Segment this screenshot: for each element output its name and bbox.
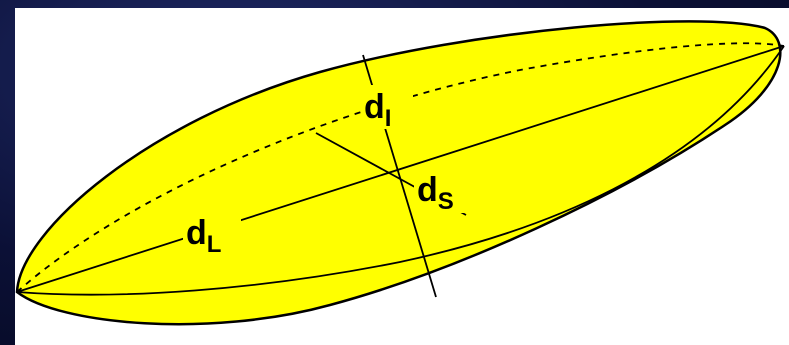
- long-axis-line: [16, 45, 785, 293]
- label-bg-di: [361, 85, 413, 129]
- label-bg-ds: [414, 173, 470, 213]
- label-long-axis: dL: [186, 214, 221, 258]
- label-short-axis: dS: [417, 171, 454, 215]
- label-bg-dl: [183, 206, 241, 250]
- front-section-curve: [16, 45, 785, 296]
- label-intermediate-axis: dI: [364, 88, 391, 132]
- hidden-edge-dashed: [16, 42, 785, 293]
